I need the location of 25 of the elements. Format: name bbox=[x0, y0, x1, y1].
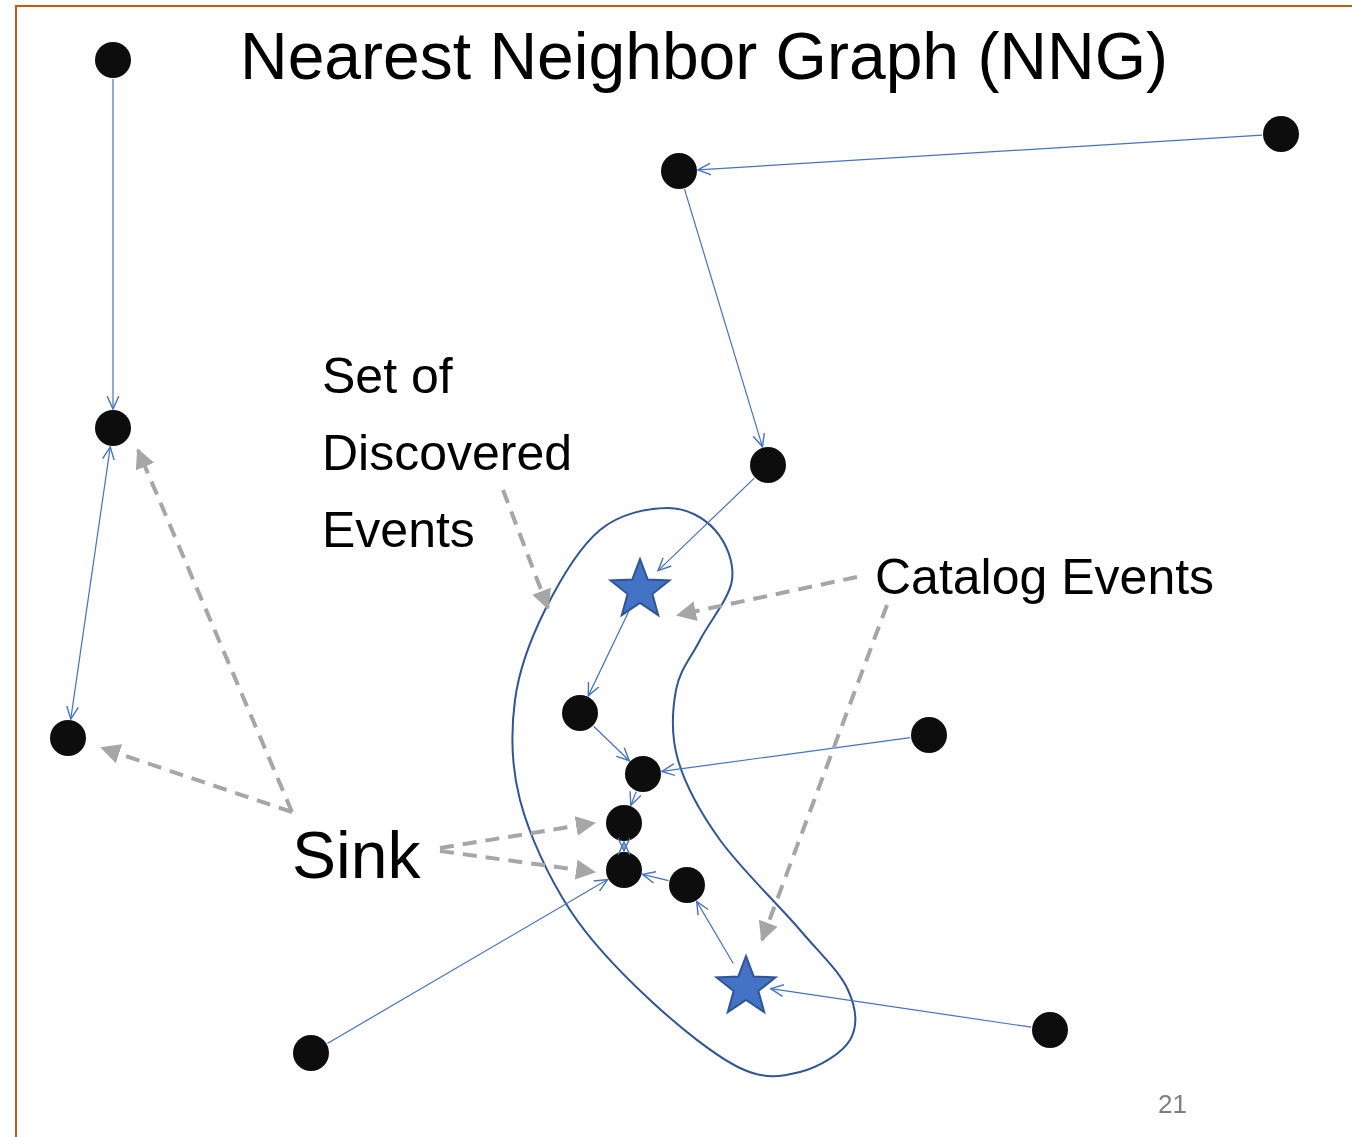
arrow bbox=[106, 78, 120, 410]
arrow bbox=[439, 816, 596, 850]
page-number: 21 bbox=[1158, 1088, 1187, 1121]
arrow bbox=[683, 188, 766, 448]
arrow bbox=[66, 446, 115, 720]
title: Nearest Neighbor Graph (NNG) bbox=[240, 18, 1168, 95]
arrow bbox=[676, 575, 858, 622]
arrow bbox=[593, 725, 631, 762]
arrow bbox=[100, 744, 293, 814]
arrow bbox=[697, 134, 1263, 176]
arrow bbox=[641, 871, 670, 884]
catalog-label: Catalog Events bbox=[875, 545, 1275, 609]
set-label: Set of Discovered Events bbox=[322, 338, 622, 569]
arrow bbox=[617, 837, 631, 856]
arrow bbox=[770, 984, 1032, 1028]
arrow bbox=[135, 448, 294, 813]
arrow bbox=[657, 477, 755, 572]
arrow bbox=[661, 736, 911, 777]
arrow bbox=[629, 790, 642, 806]
arrow bbox=[758, 604, 889, 942]
sink-label: Sink bbox=[292, 815, 452, 895]
arrow bbox=[439, 849, 596, 880]
arrow bbox=[587, 609, 630, 697]
arrow bbox=[501, 489, 551, 610]
arrow bbox=[326, 878, 609, 1044]
